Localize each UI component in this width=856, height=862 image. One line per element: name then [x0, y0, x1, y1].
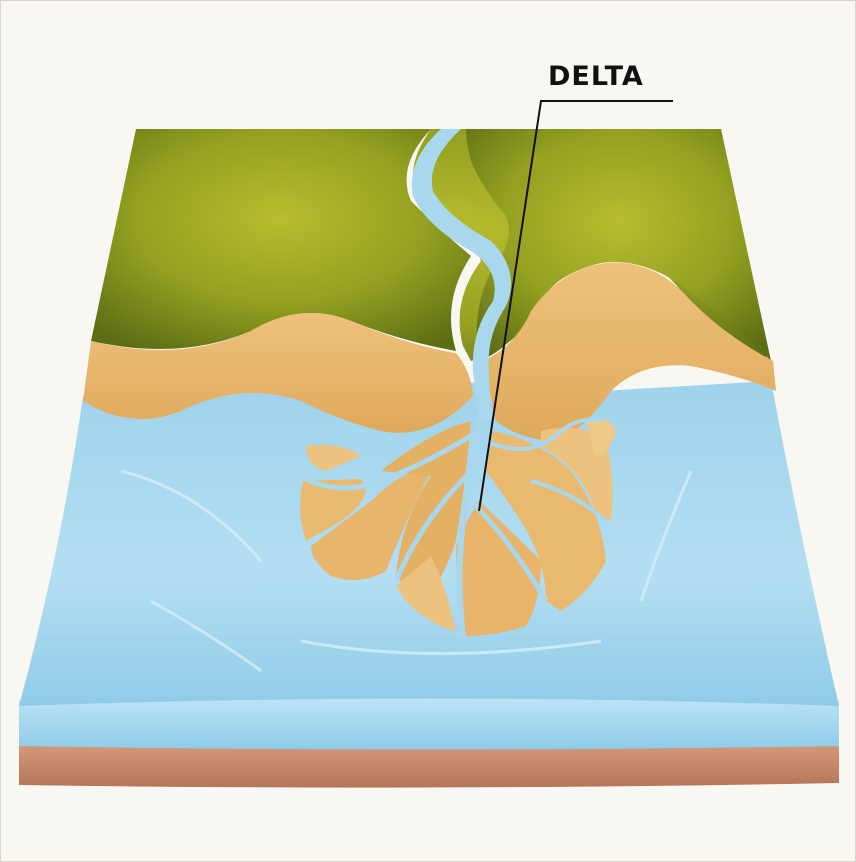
water-front-edge [19, 696, 839, 750]
delta-label: DELTA [548, 63, 644, 90]
soil-layer [19, 743, 839, 788]
